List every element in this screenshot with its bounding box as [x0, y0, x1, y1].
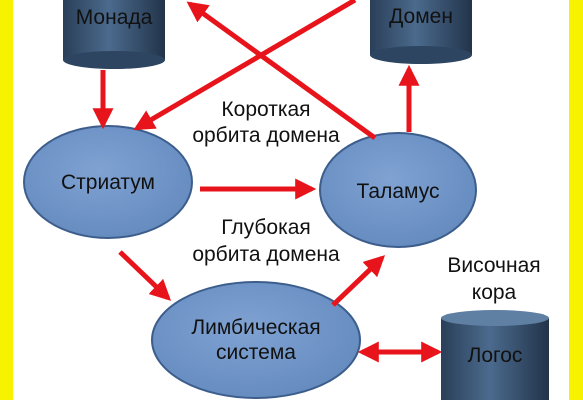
label-logos: Логос — [467, 344, 523, 367]
label-temporal-line2: кора — [471, 281, 517, 304]
ellipse-talamus — [319, 132, 477, 248]
label-talamus: Таламус — [356, 180, 440, 203]
label-temporal-line1: Височная — [447, 254, 541, 277]
label-limbic-line1: Лимбическая — [191, 316, 321, 339]
label-deep-orbit-line1: Глубокая — [221, 216, 311, 239]
label-domen: Домен — [389, 5, 453, 28]
label-striatum: Стриатум — [61, 171, 155, 194]
label-short-orbit-line2: орбита домена — [192, 124, 340, 147]
label-limbic-line2: система — [216, 341, 296, 364]
arrow-striatum-to-limbic — [118, 250, 172, 301]
cylinder-monada — [63, 0, 165, 69]
label-monada: Монада — [75, 6, 153, 29]
label-short-orbit-line1: Короткая — [221, 98, 311, 121]
ellipse-limbic-system — [151, 281, 361, 399]
cylinder-domen — [370, 0, 472, 64]
arrow-limbic-to-talamus — [331, 255, 386, 307]
arrow-talamus-to-monada — [186, 1, 377, 141]
arrow-domen-to-striatum — [133, 0, 357, 131]
cylinder-logos — [441, 310, 549, 400]
label-deep-orbit-line2: орбита домена — [192, 243, 340, 266]
